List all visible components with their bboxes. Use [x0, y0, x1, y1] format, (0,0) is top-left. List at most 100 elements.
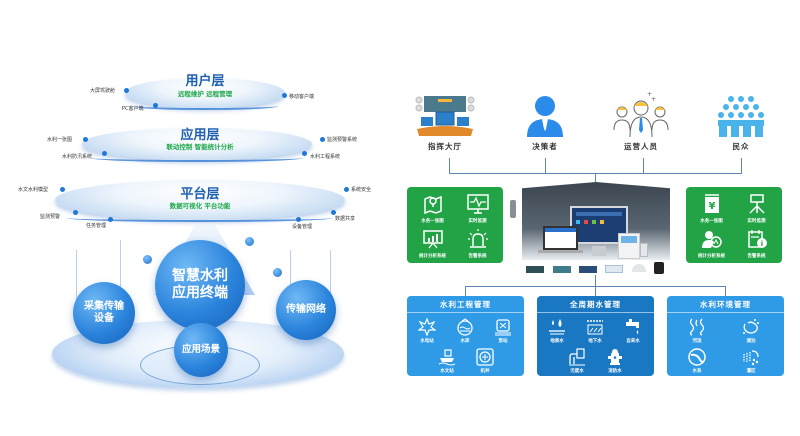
node-label: 数据共享: [335, 216, 356, 222]
panel-title: 水利工程管理: [407, 296, 524, 313]
node-label: 水利防汛系统: [62, 154, 93, 160]
panel-item[interactable]: 水电站: [409, 316, 445, 344]
node-label: 水利一张图: [47, 137, 73, 143]
irrigation-area-icon: [743, 350, 759, 366]
water-cycle-panel: 全周期水管理 地表水 地下水 自来水 污废水 消防水: [537, 296, 654, 376]
left-function-panel: 水务一张图 实时监测 统计分析系统 告警系统: [407, 187, 503, 263]
application-layer-disc: [82, 128, 312, 162]
well-icon: [476, 348, 494, 366]
gateway-device: [579, 266, 597, 273]
panel-item[interactable]: 水库: [447, 316, 483, 344]
panel-item-label: 机井: [480, 369, 490, 374]
node-dot: [282, 93, 287, 98]
sphere-text: 智慧水利: [172, 267, 228, 284]
connector-line: [545, 158, 546, 173]
panel-item[interactable]: i 告警系统: [734, 227, 779, 259]
node-dot: [124, 88, 129, 93]
panel-item-label: 自来水: [626, 339, 640, 344]
platform-layer-title: 平台层: [180, 187, 220, 202]
transmission-network-sphere: 传输网络: [276, 280, 336, 340]
panel-item[interactable]: 水务一张图: [410, 192, 455, 224]
monitor-stand: [592, 246, 606, 256]
laptop-base: [538, 250, 583, 253]
decor-ball: [245, 237, 254, 246]
connector-line: [465, 286, 466, 296]
sphere-text: 应用场景: [181, 344, 220, 356]
calendar-info-icon: i: [747, 230, 767, 248]
node-dot: [331, 210, 336, 215]
panel-item[interactable]: 自来水: [615, 316, 651, 344]
panel-item[interactable]: 实时监测: [734, 192, 779, 224]
panel-item-label: 告警系统: [468, 254, 487, 259]
meter-device: [654, 262, 664, 274]
lake-icon: [743, 319, 759, 334]
connector-line: [595, 275, 596, 286]
panel-item[interactable]: ¥ 水务一张图: [689, 192, 734, 224]
command-hall-icon: [415, 96, 475, 136]
connector-line: [741, 158, 742, 173]
sphere-text: 设备: [94, 313, 114, 324]
node-label: 监测预警: [40, 214, 61, 220]
platform-layer-subtitle: 数据可视化 平台功能: [169, 202, 231, 210]
river-icon: [689, 318, 705, 336]
desktop-monitor: [570, 206, 628, 244]
panel-item[interactable]: 统计分析系统: [410, 227, 455, 259]
panel-item-label: 告警系统: [747, 254, 766, 259]
panel-item[interactable]: 灌区: [733, 346, 769, 374]
platform-layer-disc: [55, 180, 345, 222]
collection-device-sphere: 采集传输 设备: [73, 282, 135, 344]
panel-item[interactable]: 水系: [679, 346, 715, 374]
decor-line: [76, 250, 77, 320]
user-analysis-icon: [701, 231, 722, 248]
panel-item-label: 污废水: [570, 369, 584, 374]
panel-item-label: 湖泊: [746, 339, 756, 344]
right-function-panel: ¥ 水务一张图 实时监测 统计分析系统 i 告警系统: [686, 187, 782, 263]
node-dot: [108, 217, 113, 222]
panel-item[interactable]: 泵站: [485, 316, 521, 344]
panel-item[interactable]: 河流: [679, 316, 715, 344]
node-dot: [344, 187, 349, 192]
role-label: 运营人员: [624, 142, 658, 151]
panel-item[interactable]: 水文站: [429, 346, 465, 374]
gateway-device: [553, 266, 571, 273]
panel-item-label: 水文站: [440, 369, 454, 374]
yuan-doc-icon: ¥: [704, 194, 719, 213]
panel-item-label: 水务一张图: [421, 219, 444, 224]
laptop: [543, 226, 578, 250]
connector-line: [725, 286, 726, 296]
node-dot: [296, 217, 301, 222]
panel-item[interactable]: 消防水: [597, 346, 633, 374]
connector-line: [643, 158, 644, 173]
panel-item[interactable]: 污废水: [559, 346, 595, 374]
role-label: 指挥大厅: [428, 142, 462, 151]
node-dot: [302, 151, 307, 156]
panel-item[interactable]: 实时监测: [455, 192, 500, 224]
panel-item-label: 灌区: [746, 369, 756, 374]
public-icon: [718, 96, 764, 137]
panel-item-label: 水电站: [420, 339, 434, 344]
panel-item[interactable]: 统计分析系统: [689, 227, 734, 259]
pump-station-icon: [495, 319, 511, 336]
panel-item[interactable]: 湖泊: [733, 316, 769, 344]
fire-hydrant-icon: [608, 349, 622, 365]
groundwater-icon: [587, 320, 603, 335]
decor-ball: [143, 255, 152, 264]
node-label: 水利工程系统: [310, 154, 341, 160]
panel-item-label: 消防水: [608, 369, 622, 374]
panel-item[interactable]: 告警系统: [455, 227, 500, 259]
panel-item[interactable]: 地下水: [577, 316, 613, 344]
sphere-text: 应用终端: [172, 285, 228, 301]
svg-text:+: +: [647, 91, 652, 98]
svg-text:¥: ¥: [708, 201, 715, 212]
panel-item[interactable]: 地表水: [539, 316, 575, 344]
reservoir-icon: [457, 318, 473, 336]
role-label: 民众: [732, 142, 750, 151]
node-label: 任务管理: [86, 223, 107, 229]
role-label: 决策者: [532, 142, 558, 151]
panel-title: 全周期水管理: [537, 296, 654, 313]
decor-line: [120, 240, 121, 300]
node-label: 系统安全: [351, 187, 372, 193]
panel-item[interactable]: 机井: [467, 346, 503, 374]
application-scene-sphere: 应用场景: [174, 323, 228, 377]
role-operators: ++ 运营人员: [601, 90, 681, 152]
